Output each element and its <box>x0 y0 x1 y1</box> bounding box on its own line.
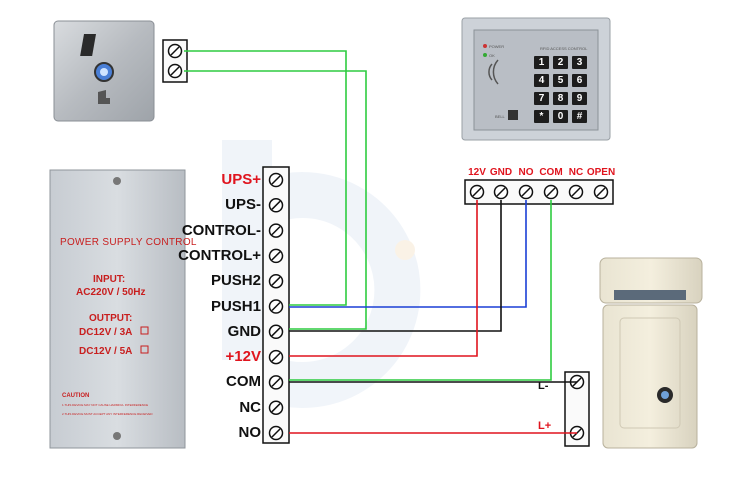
psu-output-2: DC12V / 5A <box>79 346 133 357</box>
reader-screw <box>543 184 559 200</box>
lock-minus-label: L- <box>538 380 549 392</box>
electric-lock-device <box>599 257 703 449</box>
reader-terminal-label: NO <box>518 167 534 178</box>
keypad-key: 2 <box>553 56 568 69</box>
reader-screw <box>469 184 485 200</box>
keypad-led-power-label: POWER <box>489 44 505 49</box>
exit-button-device <box>53 20 155 122</box>
controller-screw <box>268 172 284 188</box>
controller-screw <box>268 425 284 441</box>
keypad-key: 0 <box>553 110 568 123</box>
psu-title: POWER SUPPLY CONTROL <box>60 237 197 248</box>
reader-terminal-label: 12V <box>468 167 486 178</box>
lock-plus-label: L+ <box>538 420 552 432</box>
reader-screw <box>518 184 534 200</box>
keypad-key: # <box>572 110 587 123</box>
keypad-key: 8 <box>553 92 568 105</box>
keypad-header: RFID ACCESS CONTROL <box>540 46 588 51</box>
controller-terminal-label: PUSH1 <box>210 297 261 315</box>
controller-screw <box>268 324 284 340</box>
keypad-key: 9 <box>572 92 587 105</box>
controller-screw <box>268 400 284 415</box>
psu-caution-line-2: 2.THIS DEVICE MUST ACCEPT ANY INTERFEREN… <box>62 412 153 416</box>
controller-terminal-strip <box>262 166 290 444</box>
lock-terminal-block <box>564 371 590 447</box>
controller-screw <box>268 273 284 289</box>
controller-screw <box>268 248 284 264</box>
controller-terminal-label: UPS+ <box>221 171 261 188</box>
controller-terminal-label: NO <box>238 424 262 441</box>
psu-input-heading: INPUT: <box>93 274 126 285</box>
reader-terminal-strip <box>464 179 614 205</box>
green-wire-com <box>289 200 552 381</box>
keypad-key: 5 <box>553 74 568 87</box>
keypad-key: 6 <box>572 74 587 87</box>
reader-screw <box>593 184 609 200</box>
controller-screw <box>268 198 284 213</box>
keypad-bell-label: BELL <box>495 114 505 119</box>
power-supply-box <box>49 169 186 449</box>
psu-output-heading: OUTPUT: <box>89 313 133 324</box>
controller-screw <box>268 299 284 314</box>
green-wire-exit-push1 <box>184 50 347 306</box>
controller-terminal-label: CONTROL- <box>181 221 261 239</box>
controller-terminal-label: COM <box>226 373 261 391</box>
controller-terminal-label: GND <box>227 322 261 340</box>
blue-wire-no-push1 <box>289 200 527 308</box>
green-wire-exit-gnd <box>184 70 367 330</box>
controller-terminal-label: +12V <box>225 348 261 366</box>
psu-caution: CAUTION <box>62 393 90 399</box>
reader-terminal-label: GND <box>489 167 513 178</box>
reader-terminal-label: NC <box>568 167 584 178</box>
reader-screw <box>568 184 584 200</box>
reader-screw <box>493 184 509 200</box>
exit-button-terminal-block <box>162 39 188 83</box>
controller-screw <box>268 349 284 365</box>
controller-screw <box>268 375 284 390</box>
reader-terminal-label: OPEN <box>586 167 616 178</box>
wiring <box>184 50 577 434</box>
controller-screw <box>268 223 284 238</box>
controller-terminal-label: UPS- <box>225 196 261 214</box>
keypad-key: 3 <box>572 56 587 69</box>
black-wire-gnd <box>289 200 502 332</box>
keypad-key: * <box>534 110 549 123</box>
keypad-led-ok-label: OK <box>489 53 495 58</box>
keypad-key: 7 <box>534 92 549 105</box>
psu-input-value: AC220V / 50Hz <box>76 287 146 298</box>
red-wire-12v <box>289 200 478 357</box>
psu-output-1: DC12V / 3A <box>79 327 133 338</box>
psu-caution-line-1: 1.THIS DEVICE MAY NOT CAUSE HARMFUL INTE… <box>62 403 149 407</box>
keypad-key: 4 <box>534 74 549 87</box>
keypad-key: 1 <box>534 56 549 69</box>
controller-terminal-label: CONTROL+ <box>178 246 261 264</box>
controller-terminal-label: NC <box>239 398 261 416</box>
controller-terminal-label: PUSH2 <box>210 272 261 290</box>
reader-terminal-label: COM <box>539 167 563 178</box>
